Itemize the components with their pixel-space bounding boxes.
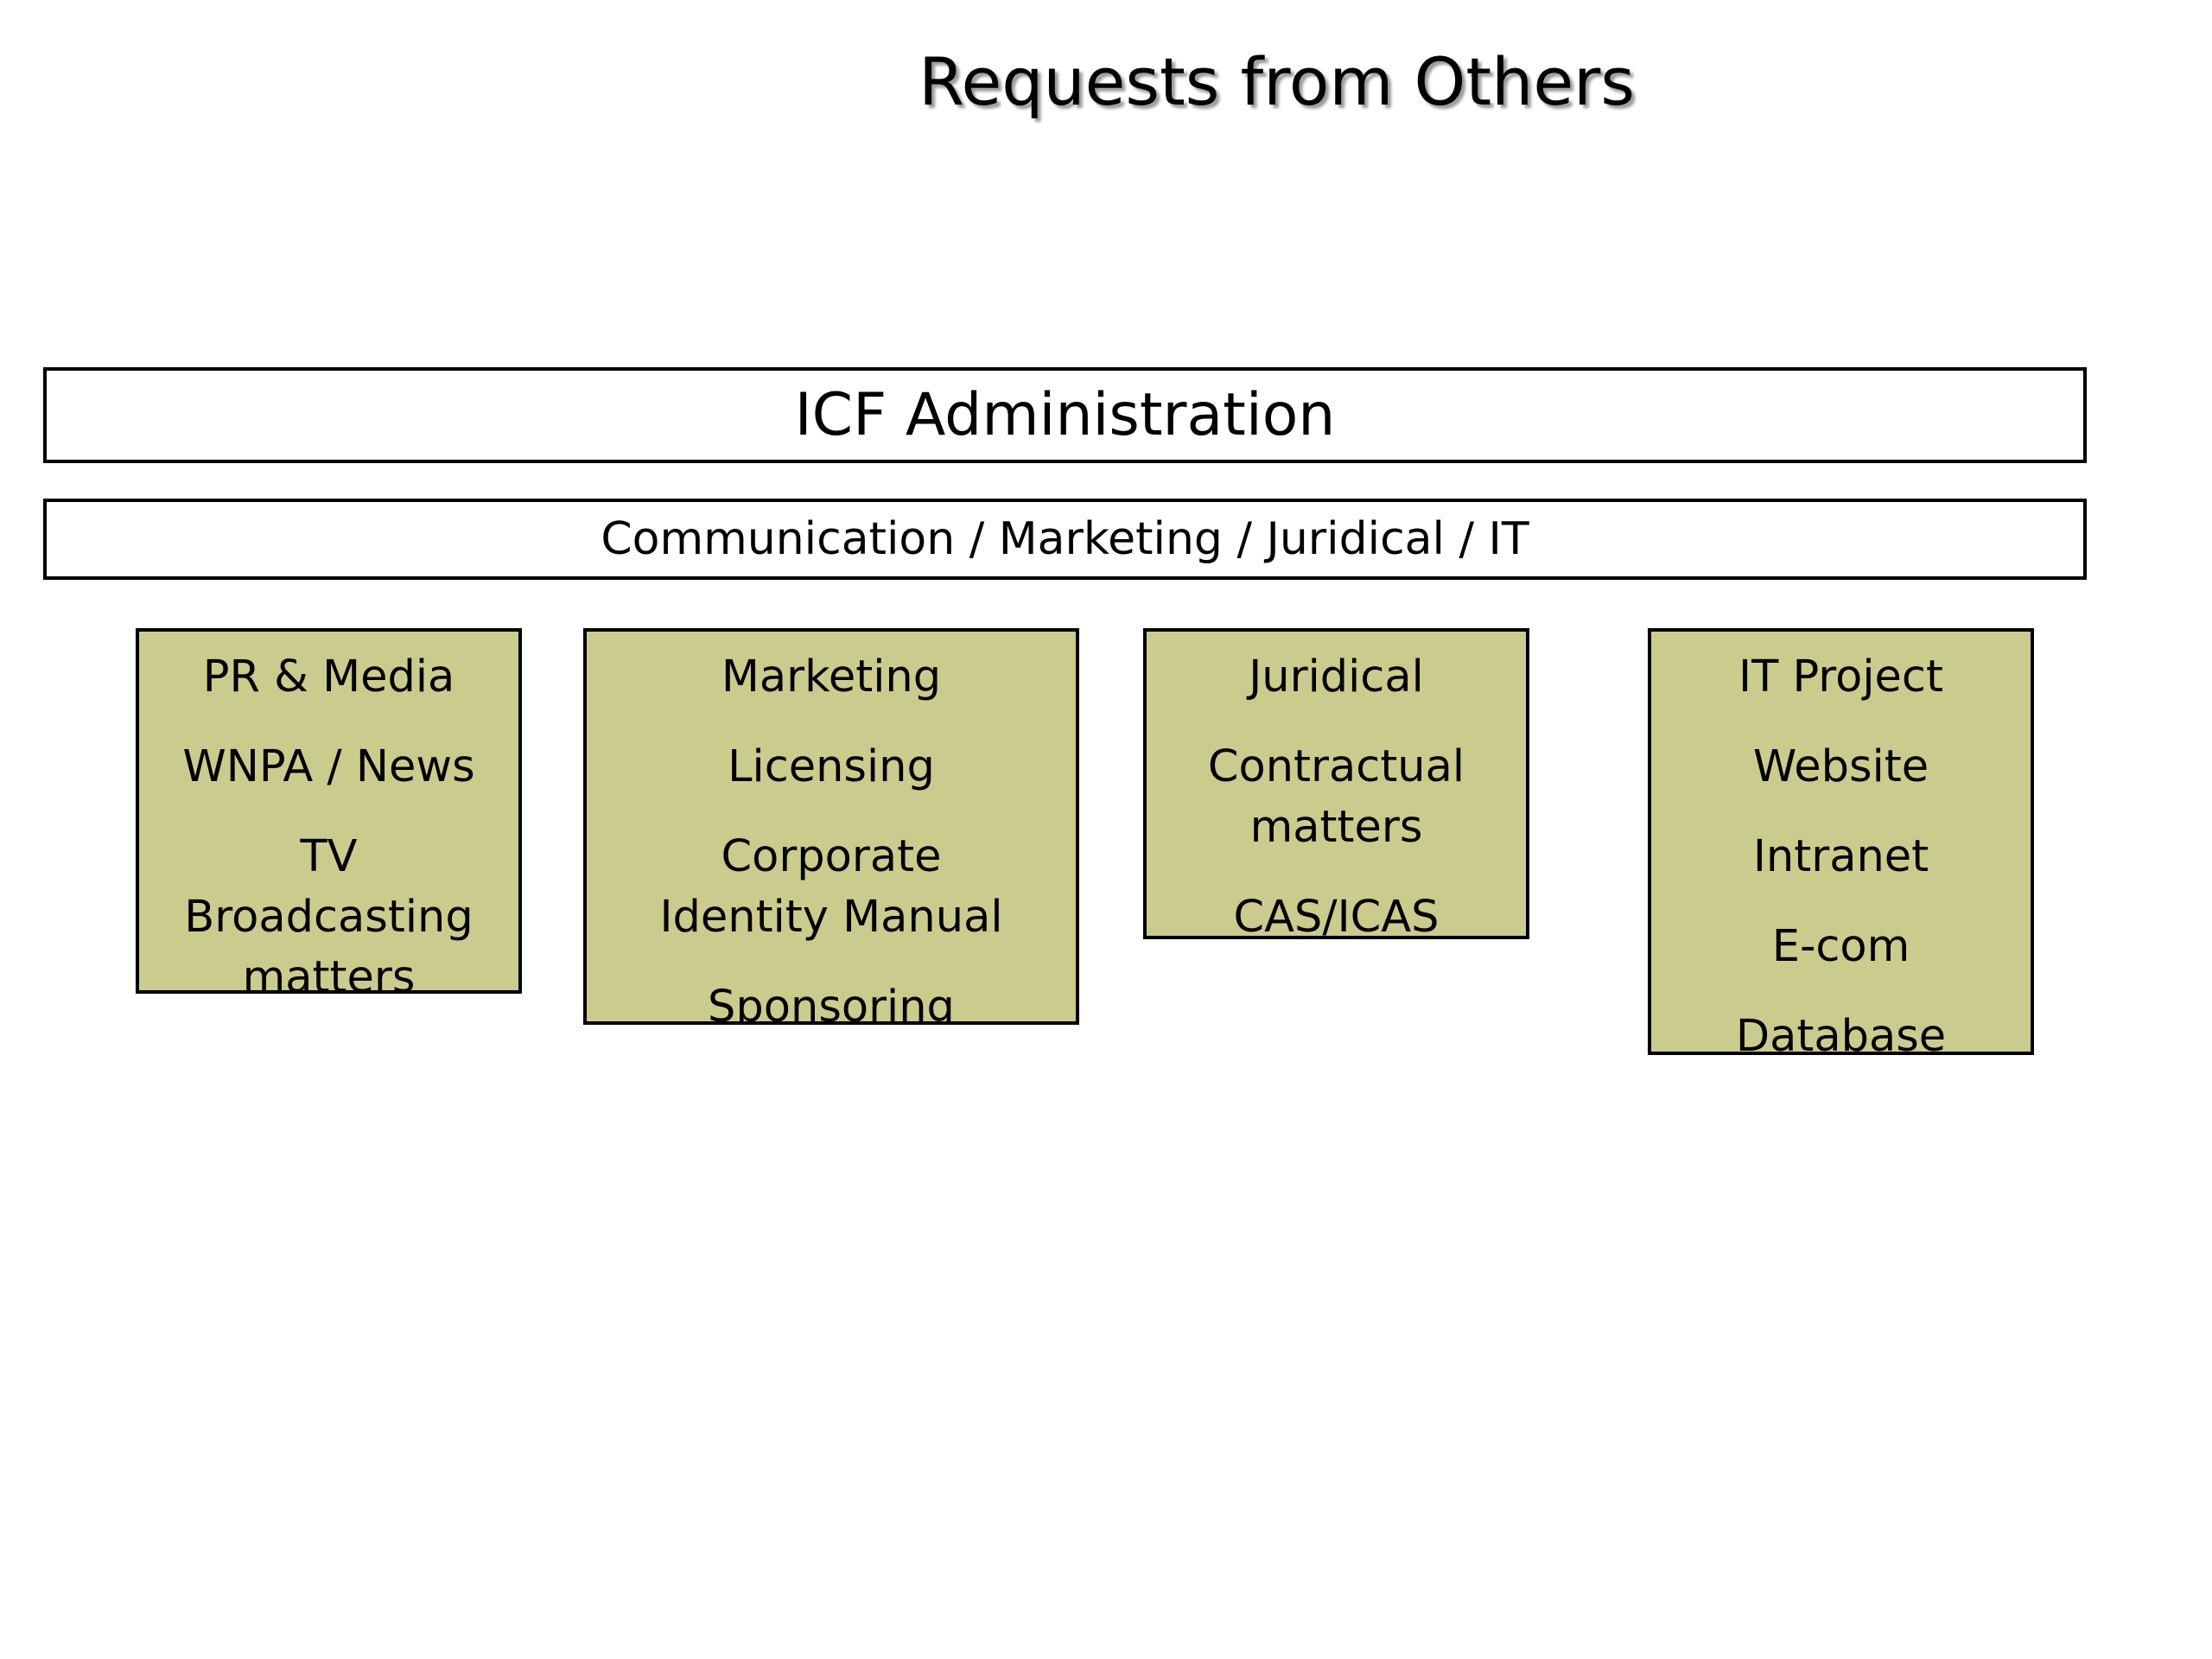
marketing-box: Marketing Licensing Corporate Identity M… xyxy=(583,628,1079,1025)
icf-administration-box: ICF Administration xyxy=(43,367,2087,463)
box-item: Sponsoring xyxy=(708,982,955,1025)
box-item: Marketing xyxy=(721,652,942,702)
box-item: Juridical xyxy=(1249,652,1424,702)
box-item: Licensing xyxy=(728,741,935,792)
it-project-box: IT Project Website Intranet E-com Databa… xyxy=(1648,628,2034,1055)
box-item: Database xyxy=(1735,1011,1947,1055)
box-item: Website xyxy=(1752,741,1929,792)
box-item: Contractual matters xyxy=(1207,741,1465,853)
box-item: CAS/ICAS xyxy=(1233,892,1440,939)
pr-media-box: PR & Media WNPA / News TV Broadcasting m… xyxy=(136,628,522,994)
box-item: Corporate Identity Manual xyxy=(659,831,1003,943)
box-item: E-com xyxy=(1771,921,1910,972)
box-item: TV Broadcasting matters xyxy=(184,831,474,994)
box-item: IT Project xyxy=(1738,652,1943,702)
slide-title: Requests from Others xyxy=(918,43,1635,120)
departments-box: Communication / Marketing / Juridical / … xyxy=(43,499,2087,580)
box-item: PR & Media xyxy=(202,652,455,702)
box-item: Intranet xyxy=(1752,831,1929,882)
juridical-box: Juridical Contractual matters CAS/ICAS xyxy=(1143,628,1529,939)
box-item: WNPA / News xyxy=(182,741,475,792)
